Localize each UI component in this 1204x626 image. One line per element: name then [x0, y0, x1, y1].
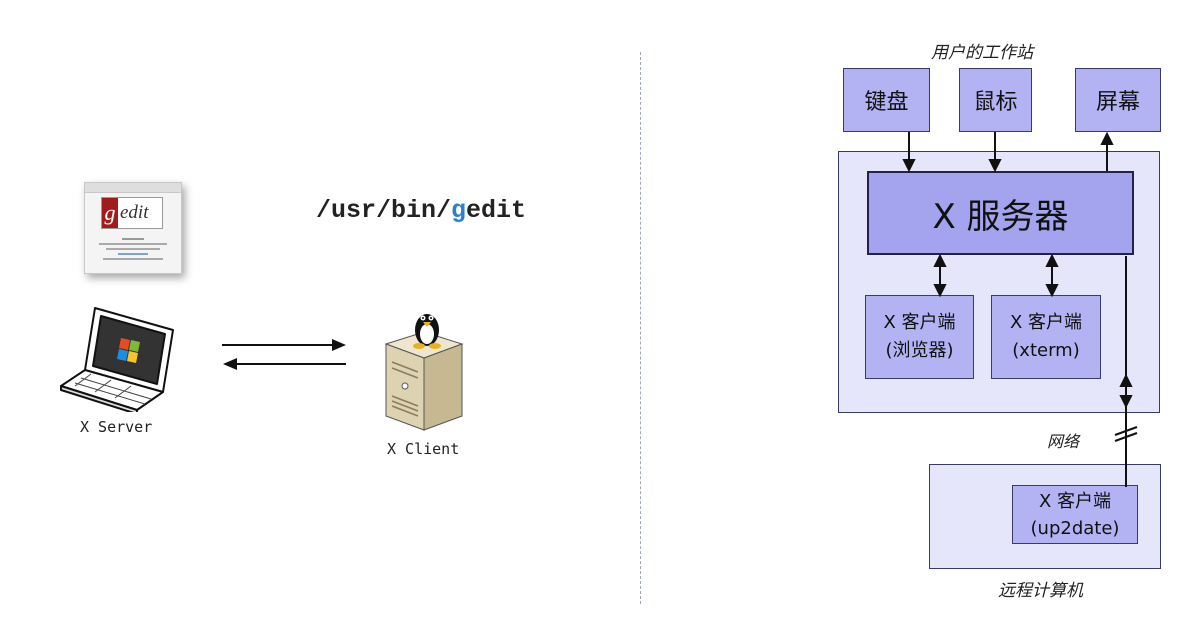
client-up2date-title: X 客户端 — [1038, 490, 1112, 512]
client-browser-title: X 客户端 — [883, 312, 956, 334]
mouse-box: 鼠标 — [959, 68, 1032, 132]
gedit-logo: g edit — [101, 197, 163, 229]
client-browser-box: X 客户端 (浏览器) — [865, 295, 974, 379]
laptop-icon — [60, 307, 174, 412]
remote-label: 远程计算机 — [998, 581, 1083, 601]
connector-lines — [902, 131, 1138, 487]
divider — [640, 52, 641, 604]
client-up2date-box: X 客户端 (up2date) — [1012, 485, 1138, 544]
x-client-label: X Client — [387, 440, 460, 458]
keyboard-box: 键盘 — [843, 68, 930, 132]
gedit-thumbnail: g edit — [84, 182, 182, 274]
server-tower-icon — [384, 314, 464, 431]
client-xterm-box: X 客户端 (xterm) — [991, 295, 1101, 379]
tux-icon — [413, 314, 441, 349]
x-server-box: X 服务器 — [867, 171, 1134, 255]
client-xterm-title: X 客户端 — [1009, 312, 1083, 334]
network-label: 网络 — [1047, 432, 1080, 451]
client-xterm-sub: (xterm) — [1012, 340, 1080, 361]
command-path: /usr/bin/gedit — [316, 196, 527, 225]
client-browser-sub: (浏览器) — [885, 340, 954, 361]
screen-box: 屏幕 — [1075, 68, 1161, 132]
thumbnail-text-lines — [95, 235, 171, 263]
client-up2date-sub: (up2date) — [1030, 517, 1120, 539]
x-server-label: X Server — [80, 418, 153, 436]
windows-logo-icon — [117, 338, 140, 363]
exchange-arrows — [222, 339, 346, 370]
workstation-label: 用户的工作站 — [931, 43, 1033, 63]
thumbnail-titlebar — [85, 183, 181, 193]
gedit-logo-g: g — [102, 198, 118, 228]
gedit-logo-text: edit — [120, 202, 149, 223]
